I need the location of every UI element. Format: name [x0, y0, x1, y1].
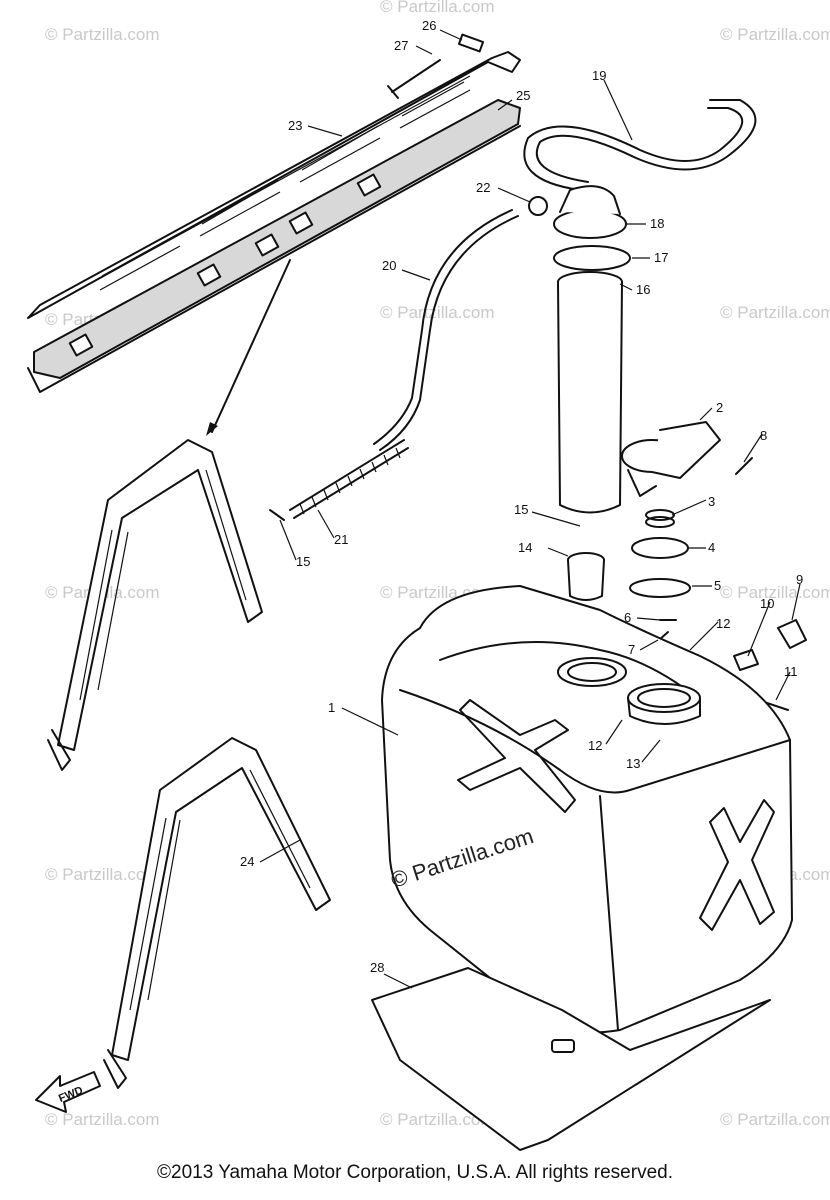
rail-25	[27, 99, 521, 393]
seal-4	[631, 537, 689, 559]
bracket-9	[777, 619, 807, 649]
cap-2	[621, 421, 721, 497]
watermark: © Partzilla.com	[720, 1110, 830, 1129]
callout-12: 12	[716, 616, 730, 631]
watermark: © Partzilla.com	[720, 303, 830, 322]
callout-9: 9	[796, 572, 803, 587]
watermark: © Partzilla.com	[45, 865, 160, 884]
callout-27: 27	[394, 38, 408, 53]
watermark: © Partzilla.com	[45, 1110, 160, 1129]
callout-13: 13	[626, 756, 640, 771]
callout-10: 10	[760, 596, 774, 611]
hose-20	[373, 209, 519, 451]
callout-labels: 1 2 3 4 5 6 7 8 9 10 11 12 12 13 14 15 1…	[240, 18, 803, 975]
callout-7: 7	[628, 642, 635, 657]
callout-19: 19	[592, 68, 606, 83]
callout-17: 17	[654, 250, 668, 265]
callout-26: 26	[422, 18, 436, 33]
callout-4: 4	[708, 540, 715, 555]
callout-1: 1	[328, 700, 335, 715]
clip-26	[457, 33, 485, 53]
strap-upper	[47, 439, 263, 771]
fitting-22	[528, 196, 548, 216]
base-plate-28	[371, 967, 771, 1151]
callout-25: 25	[516, 88, 530, 103]
callout-12: 12	[588, 738, 602, 753]
callout-3: 3	[708, 494, 715, 509]
callout-2: 2	[716, 400, 723, 415]
bracket-rail-23	[27, 51, 521, 319]
callout-11: 11	[784, 664, 798, 679]
fwd-arrow: FWD	[35, 1071, 101, 1113]
diagram-canvas: © Partzilla.com © Partzilla.com © Partzi…	[27, 0, 830, 1151]
callout-28: 28	[370, 960, 384, 975]
callout-6: 6	[624, 610, 631, 625]
callout-20: 20	[382, 258, 396, 273]
spring-3	[645, 509, 675, 528]
filter-14	[567, 552, 605, 601]
watermark: © Partzilla.com	[380, 303, 495, 322]
gasket-5	[629, 578, 691, 598]
leader-arrow	[206, 259, 291, 436]
bolt-27	[387, 59, 441, 99]
callout-24: 24	[240, 854, 254, 869]
callout-21: 21	[334, 532, 348, 547]
spring-21	[289, 439, 409, 519]
watermark: © Partzilla.com	[380, 1110, 495, 1129]
watermark: © Partzilla.com	[720, 583, 830, 602]
leader-lines	[259, 29, 801, 989]
watermark: © Partzilla.com	[45, 25, 160, 44]
copyright-notice: ©2013 Yamaha Motor Corporation, U.S.A. A…	[157, 1162, 673, 1183]
callout-15: 15	[296, 554, 310, 569]
vent-hose-19	[523, 99, 757, 191]
fuel-tank-1	[381, 585, 793, 1034]
callout-15: 15	[514, 502, 528, 517]
gauge-unit-18	[553, 185, 627, 239]
clamp-15	[269, 509, 285, 521]
gasket-17	[553, 245, 631, 271]
watermark: © Partzilla.com	[720, 25, 830, 44]
callout-23: 23	[288, 118, 302, 133]
tube-16	[557, 271, 623, 514]
callout-22: 22	[476, 180, 490, 195]
callout-8: 8	[760, 428, 767, 443]
callout-16: 16	[636, 282, 650, 297]
pin-8	[735, 457, 753, 475]
callout-18: 18	[650, 216, 664, 231]
plate-10	[733, 649, 759, 671]
watermark: © Partzilla.com	[380, 0, 495, 16]
strap-lower-24	[103, 737, 331, 1089]
callout-14: 14	[518, 540, 532, 555]
callout-5: 5	[714, 578, 721, 593]
